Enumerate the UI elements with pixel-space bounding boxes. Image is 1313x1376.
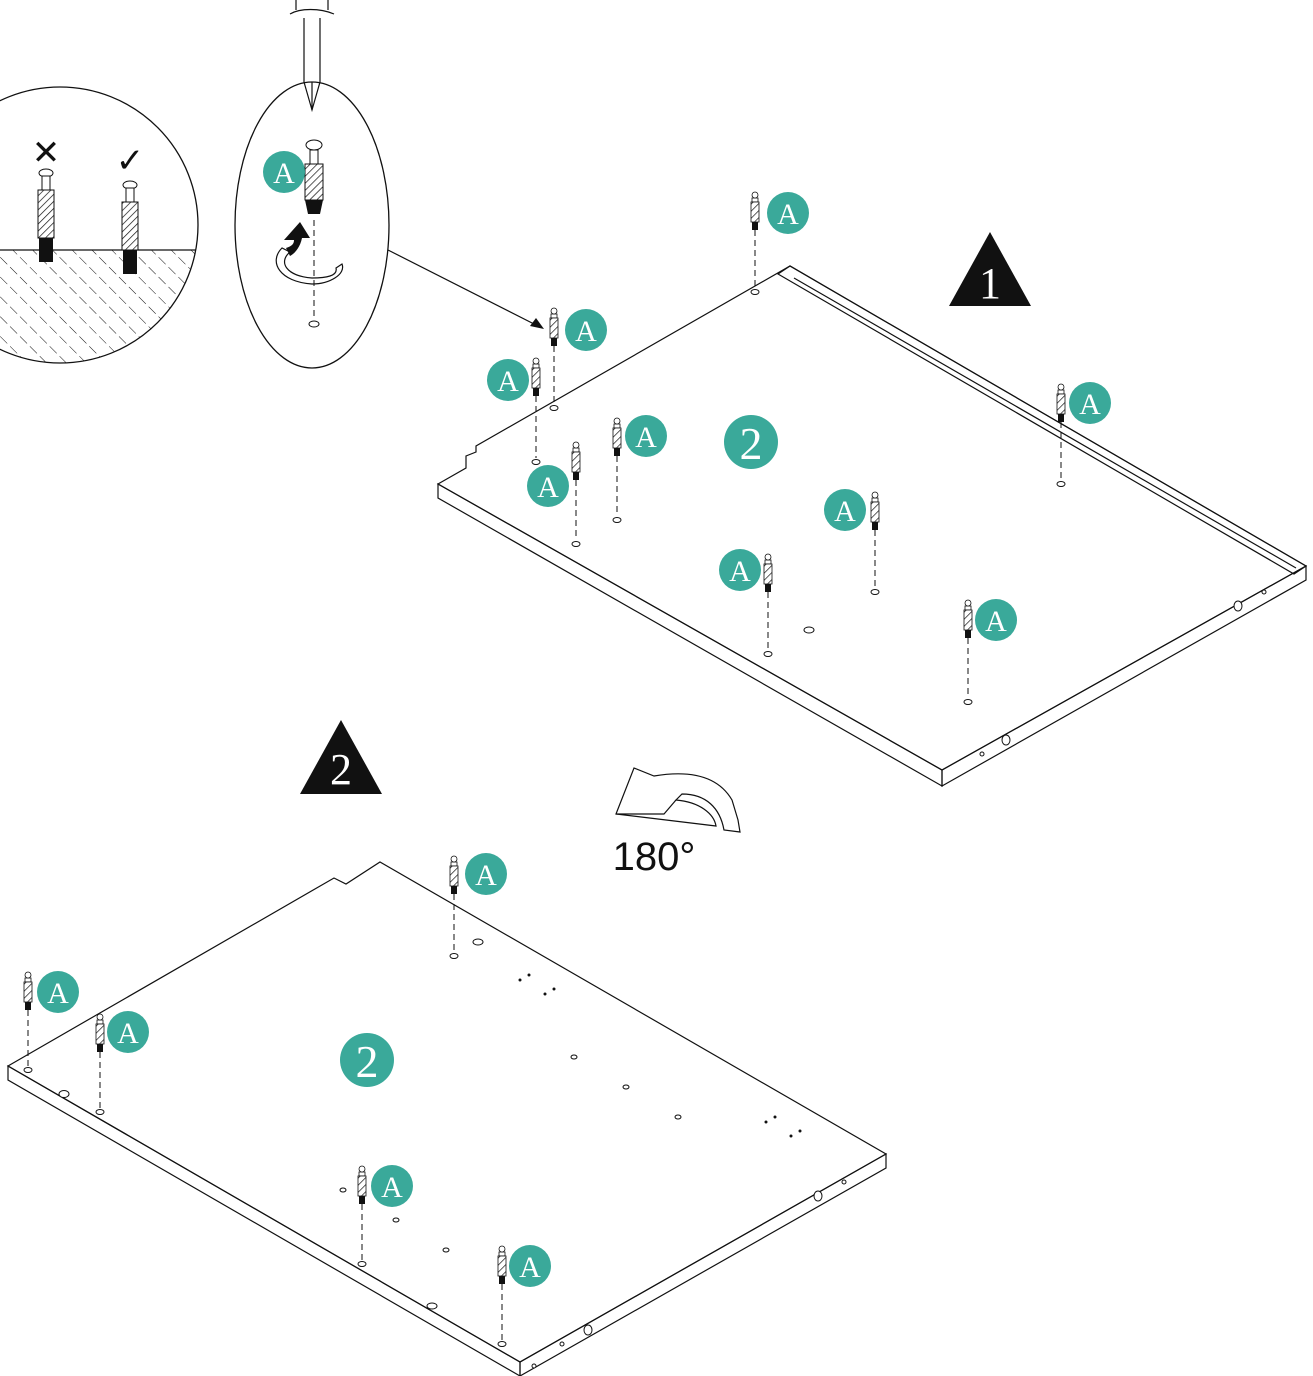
part-badge-label: A [1079, 388, 1101, 421]
part-badge: A [625, 415, 667, 457]
part-badge-label: A [575, 315, 597, 348]
step-1-number: 1 [979, 259, 1001, 308]
bolt-2e-icon [497, 1245, 507, 1347]
part-badge-label: A [777, 198, 799, 231]
depth-detail-circle: ✕ ✓ [0, 86, 199, 364]
screwdriver-icon [289, 0, 335, 113]
rotation-label: 180° [613, 835, 696, 879]
bolt-2c-icon [95, 1013, 105, 1115]
part-badge: A [767, 192, 809, 234]
part-badge-label: A [273, 157, 295, 190]
part-badge: A [107, 1011, 149, 1053]
panel-badge-step-2-label: 2 [356, 1036, 379, 1087]
part-badge: A [263, 151, 305, 193]
part-badge: A [1069, 382, 1111, 424]
part-badge: A [719, 549, 761, 591]
part-badges: A A A A A A A A A A A A A A A [37, 151, 1111, 1287]
part-badge: A [565, 309, 607, 351]
part-badge-label: A [834, 495, 856, 528]
right-mark: ✓ [116, 141, 145, 181]
part-badge-label: A [519, 1251, 541, 1284]
part-badge-label: A [635, 421, 657, 454]
bolt-2b-icon [23, 971, 33, 1073]
part-badge: A [487, 359, 529, 401]
part-badge: A [371, 1165, 413, 1207]
part-badge-label: A [47, 977, 69, 1010]
rotate-arrow-icon [275, 222, 344, 285]
panel-badge-step-1: 2 [724, 415, 778, 469]
part-badge-label: A [381, 1171, 403, 1204]
part-badge-label: A [537, 471, 559, 504]
part-badge-label: A [729, 555, 751, 588]
bolt-1a-icon [750, 191, 760, 295]
part-badge: A [975, 599, 1017, 641]
panel-step-1 [436, 265, 1308, 788]
bolt-1d-icon [612, 417, 622, 523]
part-badge: A [37, 971, 79, 1013]
step-2-number: 2 [330, 745, 352, 794]
cam-bolt-icon [304, 139, 324, 214]
right-bolt-icon [121, 180, 139, 274]
leader-arrow [387, 249, 544, 329]
bolt-1i-icon [963, 599, 973, 705]
part-badge: A [509, 1245, 551, 1287]
part-badge-label: A [117, 1017, 139, 1050]
bolt-1h-icon [763, 553, 773, 657]
part-badge-label: A [497, 365, 519, 398]
bolts-step-2 [23, 855, 507, 1347]
screwdriver-detail [234, 0, 390, 369]
bolt-2a-icon [449, 855, 459, 959]
panel-step-2 [6, 861, 888, 1376]
panel-badge-step-2: 2 [340, 1033, 394, 1087]
panel-badge-step-1-label: 2 [740, 418, 763, 469]
bolt-1b-icon [549, 307, 559, 411]
bolts-step-1 [531, 191, 1066, 705]
step-1-marker: 1 [949, 232, 1031, 308]
part-badge: A [465, 853, 507, 895]
bolt-1e-icon [571, 441, 581, 547]
bolt-1c-icon [531, 357, 541, 465]
wrong-mark: ✕ [32, 133, 61, 173]
part-badge: A [824, 489, 866, 531]
step-2-marker: 2 [300, 720, 382, 794]
bolt-1f-icon [1056, 383, 1066, 487]
bolt-1g-icon [870, 491, 880, 595]
part-badge-label: A [475, 859, 497, 892]
part-badge: A [527, 465, 569, 507]
bolt-2d-icon [357, 1165, 367, 1267]
flip-arrow-icon [615, 767, 741, 833]
part-badge-label: A [985, 605, 1007, 638]
wrong-bolt-icon [37, 168, 55, 262]
